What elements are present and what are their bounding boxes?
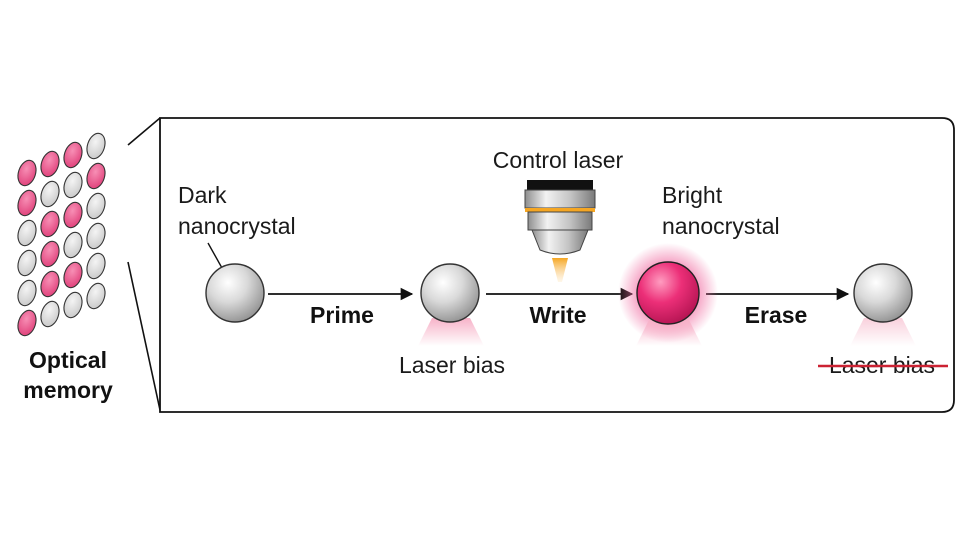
memory-bit-bright: [17, 159, 37, 187]
memory-bit-bright: [63, 201, 83, 229]
memory-bit-bright: [86, 162, 106, 190]
memory-bit-bright: [40, 240, 60, 268]
memory-bit-bright: [40, 210, 60, 238]
control-laser-label: Control laser: [493, 147, 624, 173]
dark-nanocrystal-label-line1: Dark: [178, 182, 227, 208]
dark-nanocrystal-sphere-icon: [205, 263, 265, 323]
dark-nanocrystal-label-line2: nanocrystal: [178, 213, 296, 239]
zoom-line-bottom: [127, 261, 161, 411]
memory-bit-dark: [63, 171, 83, 199]
memory-bit-dark: [17, 249, 37, 277]
optical-memory-array: [17, 132, 106, 337]
bright-nanocrystal-label-line1: Bright: [662, 182, 723, 208]
bright-laser-bias-glow: [636, 318, 702, 346]
memory-bit-bright: [40, 270, 60, 298]
memory-bit-dark: [17, 219, 37, 247]
step-write-label: Write: [529, 302, 586, 328]
laser-bias-glow: [418, 318, 484, 346]
control-laser-objective-lens-icon: [524, 180, 596, 255]
memory-bit-dark: [86, 222, 106, 250]
memory-bit-dark: [63, 291, 83, 319]
optical-memory-label-line2: memory: [23, 377, 113, 403]
memory-bit-dark: [17, 279, 37, 307]
step-prime-label: Prime: [310, 302, 374, 328]
erased-laser-bias-glow: [850, 318, 916, 346]
control-laser-beam: [552, 258, 568, 282]
zoom-line-top: [127, 117, 161, 146]
memory-bit-dark: [40, 180, 60, 208]
memory-bit-dark: [86, 282, 106, 310]
step-erase-label: Erase: [745, 302, 808, 328]
optical-memory-label-line1: Optical: [29, 347, 107, 373]
memory-bit-dark: [86, 192, 106, 220]
memory-bit-bright: [40, 150, 60, 178]
memory-bit-dark: [86, 132, 106, 160]
memory-bit-bright: [17, 189, 37, 217]
dark-nanocrystal-pointer: [207, 242, 223, 269]
memory-bit-dark: [63, 231, 83, 259]
memory-bit-dark: [40, 300, 60, 328]
memory-bit-bright: [17, 309, 37, 337]
bright-nanocrystal-label-line2: nanocrystal: [662, 213, 780, 239]
memory-bit-dark: [86, 252, 106, 280]
erased-nanocrystal-sphere-icon: [853, 263, 913, 323]
bright-nanocrystal-sphere-icon: [636, 261, 700, 325]
memory-bit-bright: [63, 261, 83, 289]
laser-bias-label: Laser bias: [399, 352, 505, 378]
primed-nanocrystal-sphere-icon: [420, 263, 480, 323]
memory-bit-bright: [63, 141, 83, 169]
